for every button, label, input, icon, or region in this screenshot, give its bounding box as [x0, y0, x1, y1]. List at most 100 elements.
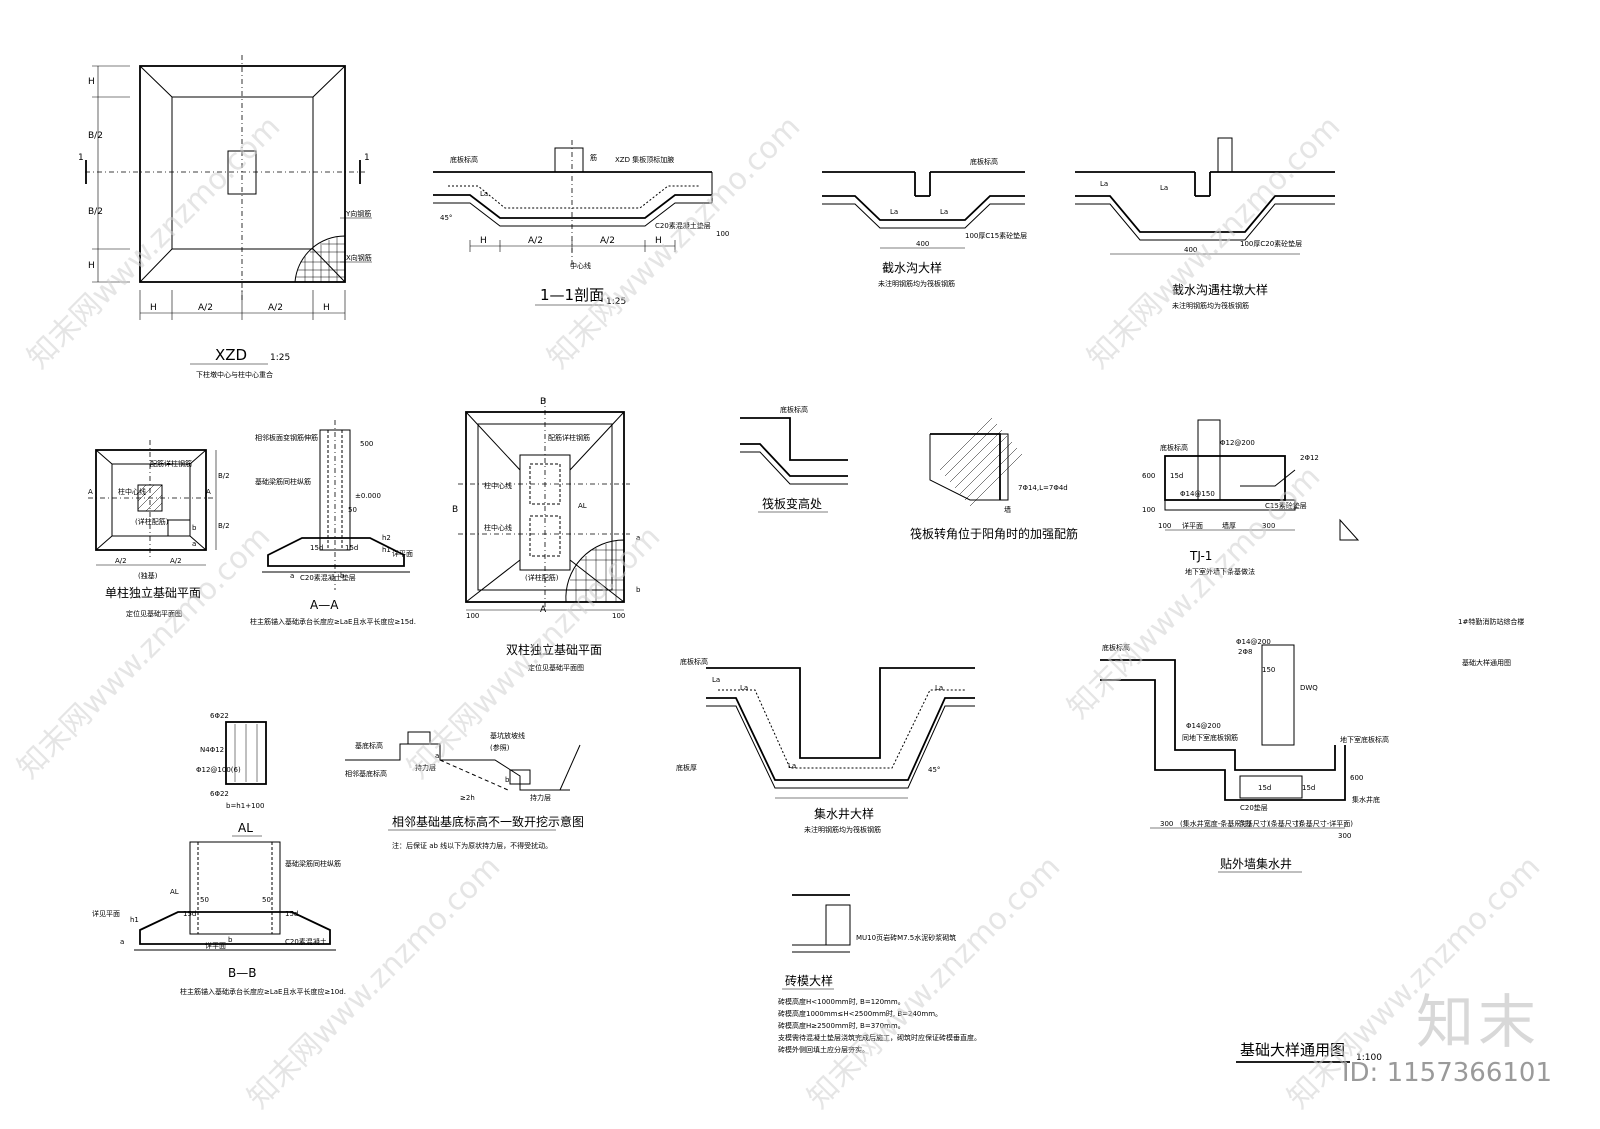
aa-title: A—A: [310, 598, 339, 612]
brand-logo: 知末: [1415, 988, 1540, 1056]
xzd-dim-b3: H: [323, 303, 330, 313]
aa-label-0: 相邻板面变钢筋伸筋: [255, 433, 318, 442]
sec11-scale: 1:25: [606, 297, 626, 307]
aa-note: 柱主筋锚入基础承台长度应≥LaE且水平长度应≥15d.: [250, 617, 416, 626]
cutoff-la-1: La: [940, 208, 948, 216]
xzd-title: XZD: [215, 346, 247, 364]
tj1-dim-3: 300: [1262, 522, 1275, 530]
watermark-layer: 知末网www.znzmo.com 知末网www.znzmo.com 知末网www…: [11, 109, 1547, 1115]
section-mark-right: 1: [364, 153, 370, 163]
adj-label-1: 相邻基底标高: [345, 769, 387, 778]
al-title: AL: [238, 821, 253, 835]
tj1-sub: 地下室外墙下条基做法: [1185, 567, 1255, 576]
single-label-4: b: [192, 524, 197, 532]
watermark-6: 知末网www.znzmo.com: [241, 849, 507, 1115]
watermark-7: 知末网www.znzmo.com: [801, 849, 1067, 1115]
al-label-0: 6Φ22: [210, 712, 229, 720]
raftcorner-label: 墙: [1004, 505, 1011, 514]
sec11-label-1: XZD 集板顶标加腋: [615, 155, 674, 164]
aa-dim-3: 15d: [345, 544, 358, 552]
sec11-h100: 100: [716, 230, 729, 238]
wsump-label-7: C20垫层: [1240, 803, 1268, 812]
cutoffcol-title: 截水沟遇柱墩大样: [1172, 282, 1268, 297]
double-label-7: a: [636, 534, 640, 542]
single-label-5: a: [192, 540, 196, 548]
tj1-label-3: C15素砼垫层: [1265, 501, 1307, 510]
watermark-2: 知末网www.znzmo.com: [1081, 109, 1347, 375]
aa-dim-1: 50: [348, 506, 357, 514]
single-label-0: 配筋详柱钢筋: [150, 459, 192, 468]
al-label-1: N4Φ12: [200, 746, 224, 754]
cutoff-label: 底板标高: [970, 157, 998, 166]
double-section-top: B: [540, 397, 546, 407]
adj-label-4: 持力层: [415, 763, 436, 772]
watermark-4: 知末网www.znzmo.com: [401, 519, 667, 785]
single-section-r: A: [206, 488, 211, 496]
tj1-bar-2: Φ14@150: [1180, 490, 1215, 498]
double-dim-0: 100: [466, 612, 479, 620]
right-note-project: 1#特勤消防站综合楼: [1458, 617, 1524, 626]
wsump-label-10: 600: [1350, 774, 1363, 782]
brick-title: 砖模大样: [785, 973, 833, 988]
cutoff-title: 截水沟大样: [882, 260, 942, 275]
tj1-dim-4: 600: [1142, 472, 1155, 480]
brick-label: MU10页岩砖M7.5水泥砂浆砌筑: [856, 933, 956, 942]
xzd-plan: 1 1 Y向钢筋 X向钢筋 H A/2 A/2 H H B/2 B/2 H: [78, 55, 372, 379]
section-1-1: 中心线 底板标高 XZD 集板顶标加腋 筋 La 45° C20素混凝土垫层 1…: [433, 140, 729, 307]
sec11-d45: 45°: [440, 214, 452, 222]
tj1-title: TJ-1: [1189, 549, 1212, 563]
section-b-b: 基础梁筋同柱纵筋 详见平面 C20素混凝土 AL 15d 15d 50 50 h…: [92, 841, 346, 996]
sec11-dim-1: A/2: [528, 236, 543, 246]
adj-label-7: a: [435, 752, 439, 760]
brick-note-1: 砖模高度1000mm≤H<2500mm时, B=240mm。: [778, 1009, 942, 1018]
sump-la-3: La: [788, 762, 796, 770]
sump-la-2: La: [935, 684, 943, 692]
single-title: 单柱独立基础平面: [105, 585, 201, 600]
sec11-dim-3: H: [655, 236, 662, 246]
double-label-8: b: [636, 586, 641, 594]
xzd-note: 下柱墩中心与柱中心重合: [196, 370, 273, 379]
sump-d45: 45°: [928, 766, 940, 774]
wsump-dim-4: (条基尺寸-详平面): [1296, 819, 1353, 828]
single-sub: 定位见基础平面图: [126, 609, 182, 618]
double-dim-1: 100: [612, 612, 625, 620]
single-label-3: (独基): [138, 571, 158, 580]
aa-dim-2: 15d: [310, 544, 323, 552]
bb-label-9: a: [120, 938, 124, 946]
image-id: ID: 1157366101: [1341, 1058, 1552, 1088]
single-dimv-0: B/2: [218, 472, 230, 480]
raftcorner-title: 筏板转角位于阳角时的加强配筋: [910, 526, 1078, 541]
tj1-detail: 底板标高 2Φ12 Φ12@200 Φ14@150 15d C15素砼垫层 10…: [1142, 419, 1360, 576]
xzd-dim-l3: H: [88, 261, 95, 271]
single-label-2: (详柱配筋): [135, 517, 169, 526]
adj-label-5: 持力层: [530, 793, 551, 802]
adj-label-8: b: [505, 776, 510, 784]
aa-dim-0: 500: [360, 440, 373, 448]
single-section-l: A: [88, 488, 93, 496]
cutoff-dim400: 400: [916, 240, 929, 248]
double-sub: 定位见基础平面图: [528, 663, 584, 672]
cutoff-dim100: 100厚C15素砼垫层: [965, 231, 1027, 240]
single-label-1: 柱中心线: [118, 487, 146, 496]
cutoffcol-la-0: La: [1100, 180, 1108, 188]
sec11-c20: C20素混凝土垫层: [655, 221, 711, 230]
brick-note-3: 支模需待混凝土垫层浇筑完成后施工，砌筑时应保证砖模垂直度。: [778, 1033, 981, 1042]
sec11-dim-0: H: [480, 236, 487, 246]
wsump-dim-5: 300: [1338, 832, 1351, 840]
wsump-label-4: 2Φ8: [1238, 648, 1252, 656]
aa-label-1: 基础梁筋同柱纵筋: [255, 477, 311, 486]
tj1-bar-0: 2Φ12: [1300, 454, 1319, 462]
aa-label-2: ±0.000: [355, 492, 381, 500]
bb-label-8: h1: [130, 916, 139, 924]
xzd-dim-b1: A/2: [198, 303, 213, 313]
sec11-la: La: [480, 190, 488, 198]
aa-label-4: 详平面: [392, 549, 413, 558]
section-mark-left: 1: [78, 153, 84, 163]
bb-title: B—B: [228, 966, 256, 980]
double-label-5: B: [452, 505, 458, 515]
wsump-dim-1: (集水井宽度-条基尺寸): [1180, 819, 1251, 828]
bb-label-0: 基础梁筋同柱纵筋: [285, 859, 341, 868]
adj-note: 注：后保证 ab 线以下为原状持力层，不得受扰动。: [392, 841, 552, 850]
sump-note: 未注明钢筋均为筏板钢筋: [804, 825, 881, 834]
brick-note-4: 砖模外侧回填土应分层夯实。: [778, 1045, 869, 1054]
